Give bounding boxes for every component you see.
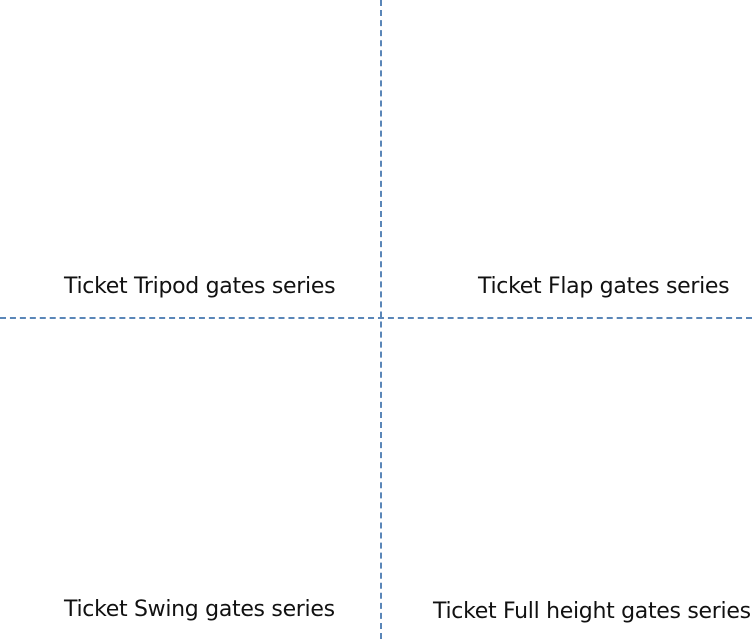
product-caption: Ticket Flap gates series [478, 274, 730, 299]
product-caption: Ticket Swing gates series [64, 597, 335, 622]
horizontal-divider [0, 317, 752, 319]
product-caption: Ticket Tripod gates series [64, 274, 336, 299]
product-caption: Ticket Full height gates series [433, 599, 751, 624]
turnstile-bars [500, 396, 620, 562]
vertical-divider [380, 0, 382, 639]
